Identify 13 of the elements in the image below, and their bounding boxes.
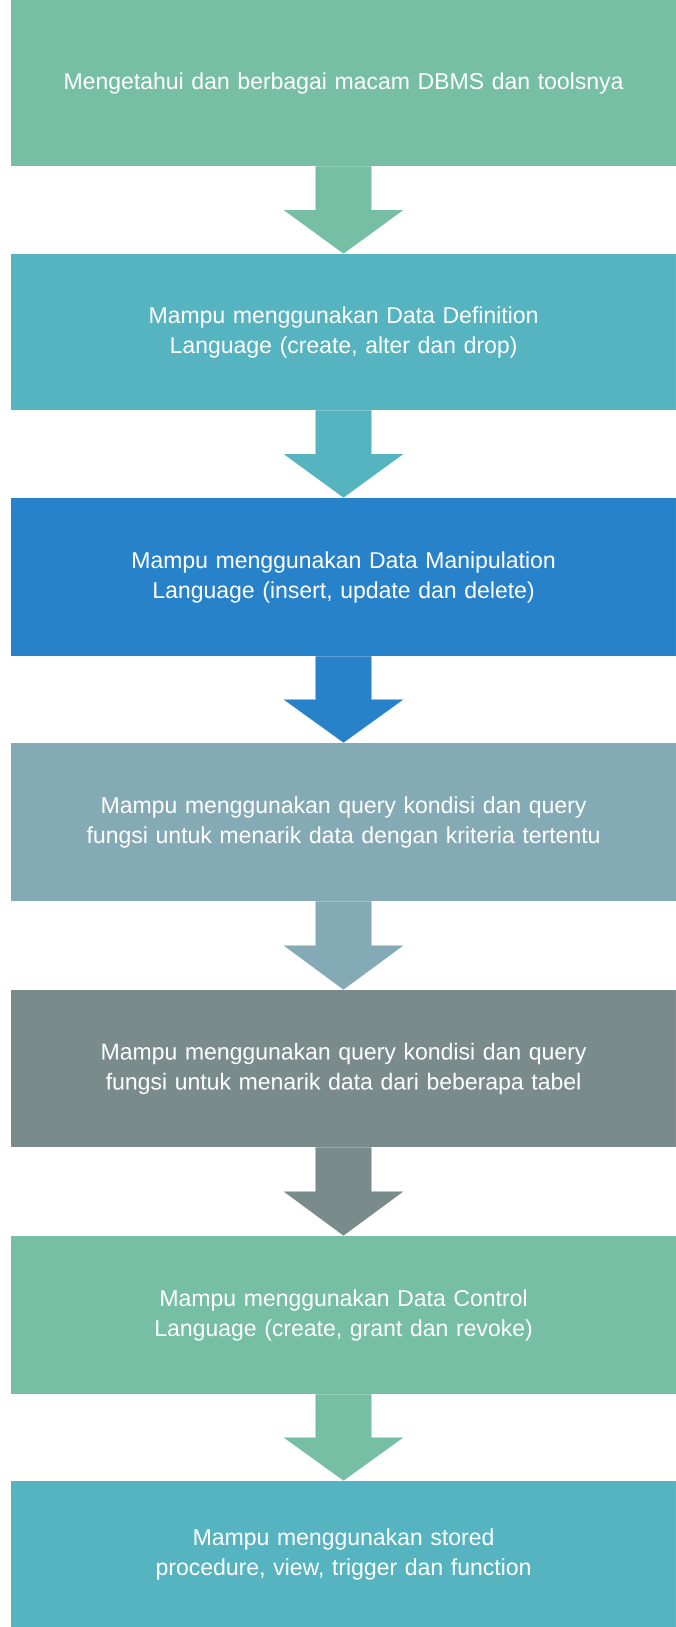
- block-arrow: [283, 656, 404, 743]
- block-arrow: [283, 1394, 404, 1481]
- process-box: Mampu menggunakan query kondisi dan query fungsi untuk menarik data dengan kriteria tertentu: [11, 743, 676, 901]
- process-box: Mampu menggunakan Data Manipulation Language (insert, update dan delete): [11, 498, 676, 656]
- block-arrow: [283, 410, 404, 498]
- process-box: Mampu menggunakan Data Definition Language (create, alter dan drop): [11, 254, 676, 410]
- block-arrow: [283, 901, 404, 990]
- block-arrow: [283, 1147, 404, 1236]
- block-arrow: [283, 166, 404, 254]
- process-box: Mampu menggunakan stored procedure, view, trigger dan function: [11, 1481, 676, 1627]
- process-box: Mampu menggunakan query kondisi dan query fungsi untuk menarik data dari beberapa tabel: [11, 990, 676, 1147]
- process-box: Mengetahui dan berbagai macam DBMS dan toolsnya: [11, 0, 676, 166]
- process-box: Mampu menggunakan Data Control Language (create, grant dan revoke): [11, 1236, 676, 1394]
